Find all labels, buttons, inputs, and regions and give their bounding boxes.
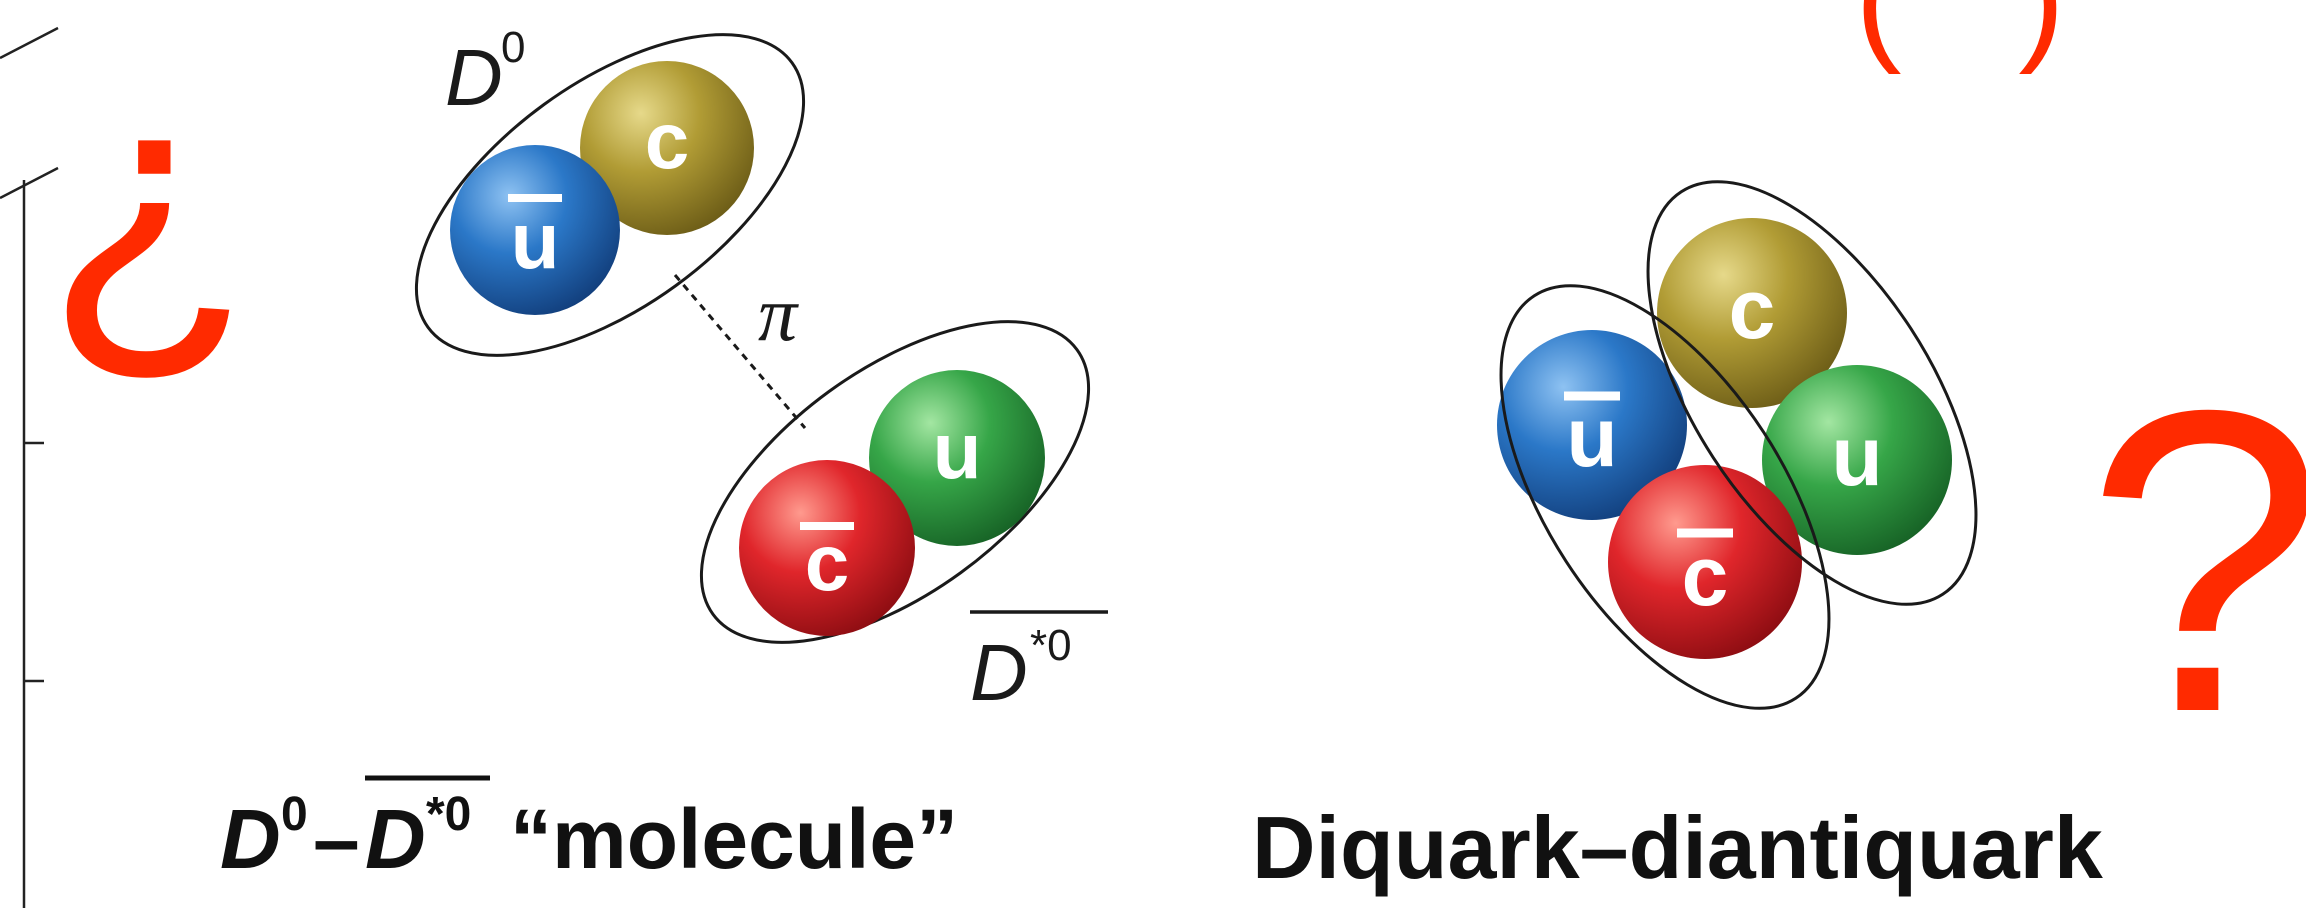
pion-label: π — [758, 270, 799, 357]
svg-text:“molecule”: “molecule” — [510, 792, 958, 886]
svg-text:D: D — [365, 792, 426, 886]
question-mark: ? — [2085, 322, 2306, 802]
d0-label: D 0 — [445, 23, 525, 122]
inverted-question-mark: ¿ — [45, 13, 253, 393]
svg-text:c: c — [1729, 262, 1776, 356]
svg-text:c: c — [645, 96, 690, 185]
molecule-caption: D 0 – D *0 “molecule” — [220, 778, 958, 886]
svg-text:u: u — [933, 406, 982, 495]
svg-text:–: – — [313, 792, 360, 886]
svg-text:u: u — [1566, 390, 1617, 484]
svg-text:0: 0 — [281, 788, 308, 841]
quark-c-bar: c — [739, 460, 915, 636]
quark-c-bar: c — [1608, 465, 1802, 659]
tetraquark-diagram: c u u c Diquark–diantiquark — [1252, 127, 2104, 897]
svg-text:c: c — [1682, 529, 1729, 623]
svg-text:D: D — [220, 792, 281, 886]
svg-text:D: D — [970, 628, 1028, 717]
svg-text:0: 0 — [501, 23, 525, 72]
svg-text:u: u — [511, 196, 560, 285]
dbar-star0-label: D *0 — [970, 612, 1108, 717]
svg-text:c: c — [805, 518, 850, 607]
svg-text:D: D — [445, 33, 503, 122]
svg-text:*0: *0 — [1030, 621, 1072, 670]
quark-u-bar: u — [450, 145, 620, 315]
molecule-diagram: c u u c D 0 π D *0 — [220, 0, 1143, 886]
svg-text:*0: *0 — [426, 788, 471, 841]
top-right-annotation: ( ) — [1855, 0, 2065, 75]
tetraquark-caption: Diquark–diantiquark — [1252, 798, 2104, 897]
svg-text:u: u — [1831, 409, 1882, 503]
